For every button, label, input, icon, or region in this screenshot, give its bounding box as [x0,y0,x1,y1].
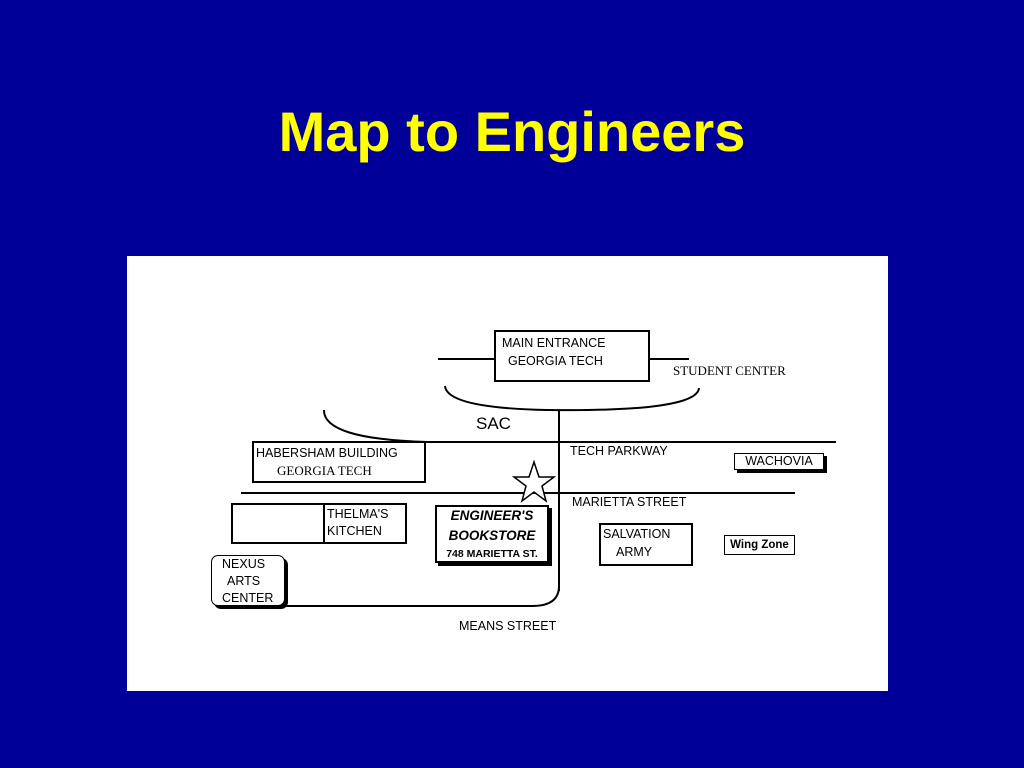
salvation-army-box [599,523,693,566]
wing-zone-label: Wing Zone [730,539,789,551]
star-icon [511,459,557,503]
nexus-box [211,555,285,606]
salvation-army-sublabel: ARMY [616,545,653,559]
wachovia-box [734,453,824,470]
habersham-label: HABERSHAM BUILDING [256,446,398,460]
means-street-label: MEANS STREET [459,619,557,633]
road-lines [241,358,836,607]
habersham-box [252,441,426,483]
bookstore-sublabel: BOOKSTORE [448,528,536,543]
nexus-sublabel-2: CENTER [222,591,274,605]
bookstore-label: ENGINEER'S [450,508,534,523]
map-panel: MAIN ENTRANCE GEORGIA TECH STUDENT CENTE… [127,256,888,691]
bookstore-address: 748 MARIETTA ST. [446,548,538,560]
sac-curve [322,409,557,443]
marietta-street-label: MARIETTA STREET [572,495,687,509]
nexus-label: NEXUS [222,557,266,571]
salvation-army-label: SALVATION [603,527,671,541]
main-entrance-sublabel: GEORGIA TECH [508,354,603,368]
student-center-curve [444,385,700,412]
engineers-bookstore-box [435,505,549,563]
habersham-sublabel: GEORGIA TECH [277,463,372,478]
thelmas-sublabel: KITCHEN [327,524,382,538]
wachovia-label: WACHOVIA [745,454,813,468]
sac-label: SAC [476,414,511,433]
nexus-sublabel: ARTS [227,574,261,588]
thelmas-label: THELMA'S [327,507,389,521]
main-entrance-label: MAIN ENTRANCE [502,336,606,350]
thelmas-kitchen-box [323,503,407,544]
slide-title: Map to Engineers [278,100,746,163]
wing-zone-box [724,535,795,555]
means-street-road [285,585,560,607]
main-entrance-box [494,330,650,382]
student-center-label: STUDENT CENTER [673,363,786,378]
tech-parkway-label: TECH PARKWAY [570,444,668,458]
